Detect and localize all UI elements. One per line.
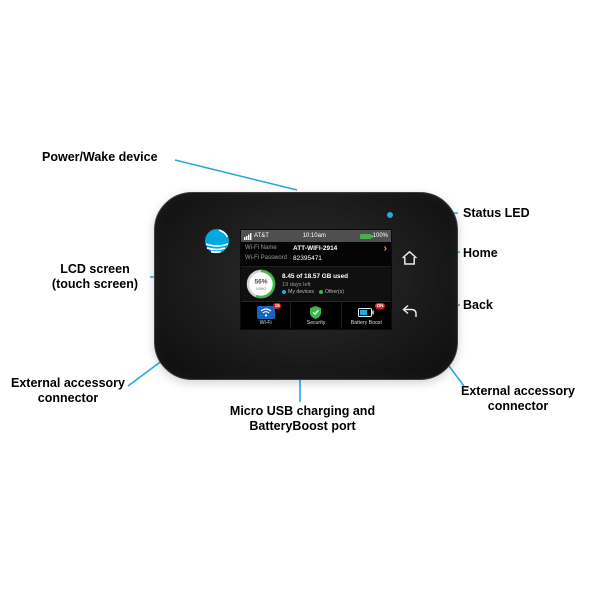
label-status-led: Status LED [463,206,530,220]
wifi-name-label: Wi-Fi Name [245,245,277,252]
dock-security-label: Security [306,319,326,326]
dock-item-security[interactable]: Security [291,302,342,329]
label-ext-accessory-right: External accessory connector [461,384,575,413]
screen-status-bar: AT&T 10:10am 100% [241,230,391,242]
battery-icon [359,233,373,239]
status-led [387,212,393,218]
wifi-password-value: 82395471 [293,254,322,262]
battery-percent: 100% [372,233,388,239]
dock-wifi-label: Wi-Fi [259,319,272,326]
usage-days-left: 19 days left [282,281,311,288]
my-devices-label: My devices [288,289,314,295]
clock-label: 10:10am [302,233,326,239]
signal-icon [244,232,252,240]
wifi-password-label: Wi-Fi Password [245,254,288,261]
label-micro-usb: Micro USB charging and BatteryBoost port [229,404,376,433]
screen-dock: 15 Wi-Fi Security [241,301,391,329]
label-power-wake: Power/Wake device [42,150,158,164]
label-back: Back [463,298,493,312]
home-button[interactable] [399,248,419,268]
security-shield-icon [310,305,322,319]
wifi-icon [260,307,271,316]
usage-gauge: 56% used [246,269,276,299]
att-logo-icon [203,227,231,255]
carrier-label: AT&T [254,233,269,239]
label-ext-accessory-left: External accessory connector [11,376,125,405]
battery-boost-on-badge: ON [375,302,385,309]
data-usage-panel[interactable]: 56% used 8.45 of 18.57 GB used 19 days l… [241,267,391,301]
label-lcd-screen: LCD screen (touch screen) [51,262,139,291]
wifi-name-value: ATT-WIFI-2914 [293,245,338,253]
home-icon [401,250,417,265]
device-body: AT&T 10:10am 100% Wi-Fi Name ATT-WIFI-29… [154,192,458,380]
dock-battery-label: Battery Boost [350,319,382,326]
wifi-info-panel[interactable]: Wi-Fi Name ATT-WIFI-2914 › Wi-Fi Passwor… [241,242,391,267]
label-home: Home [463,246,498,260]
svg-text:used: used [256,286,266,291]
chevron-right-icon[interactable]: › [383,243,387,255]
lcd-screen[interactable]: AT&T 10:10am 100% Wi-Fi Name ATT-WIFI-29… [240,229,392,330]
dock-item-battery-boost[interactable]: ON Battery Boost [342,302,391,329]
my-devices-dot [282,289,286,294]
back-button[interactable] [399,301,419,321]
usage-amount: 8.45 of 18.57 GB used [282,273,349,280]
svg-text:56%: 56% [254,279,267,286]
battery-boost-icon [358,307,375,317]
dock-item-wifi[interactable]: 15 Wi-Fi [241,302,292,329]
others-dot [318,289,323,294]
back-arrow-icon [401,304,417,317]
wifi-count-badge: 15 [273,302,282,309]
others-label: Other(s) [324,289,344,295]
